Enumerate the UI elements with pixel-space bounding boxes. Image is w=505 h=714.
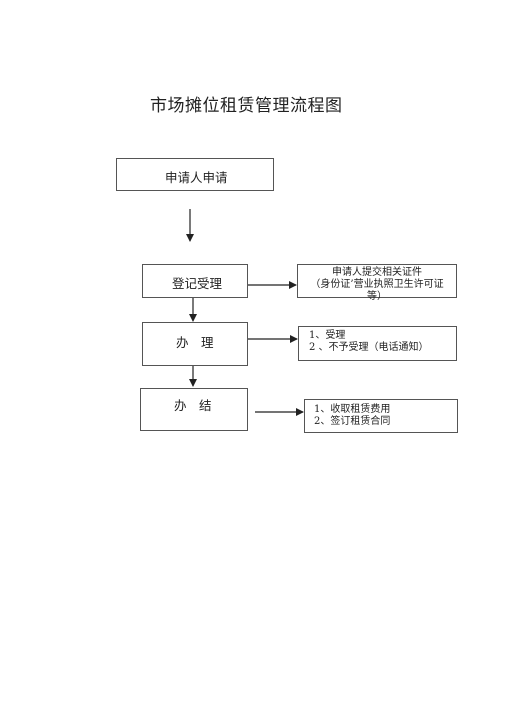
step-process-box: 办 理 [142,322,248,366]
note-register-box: 申请人提交相关证件 （身份证’营业执照卫生许可证 等） [297,264,457,302]
note-finish-line-1: 1、收取租赁费用 [314,404,391,415]
note-finish-box: 1、收取租赁费用 2、签订租赁合同 [304,399,458,433]
step-apply-box: 申请人申请 [116,158,274,191]
step-finish-box: 办 结 [140,388,248,431]
step-finish-label: 办 结 [174,398,212,413]
note-process-box: 1、受理 2 、不予受理（电话通知） [298,326,457,361]
note-process-line-2: 2 、不予受理（电话通知） [309,342,429,353]
note-register-line-1: 申请人提交相关证件 [332,267,422,278]
step-apply-label: 申请人申请 [165,170,228,185]
step-process-label: 办 理 [176,335,214,350]
page-title: 市场摊位租赁管理流程图 [150,96,343,116]
note-register-line-3: 等） [367,291,387,302]
note-finish-line-2: 2、签订租赁合同 [314,416,391,427]
note-process-line-1: 1、受理 [309,330,346,341]
step-register-label: 登记受理 [172,276,223,291]
note-register-line-2: （身份证’营业执照卫生许可证 [310,279,444,290]
step-register-box: 登记受理 [142,264,248,298]
